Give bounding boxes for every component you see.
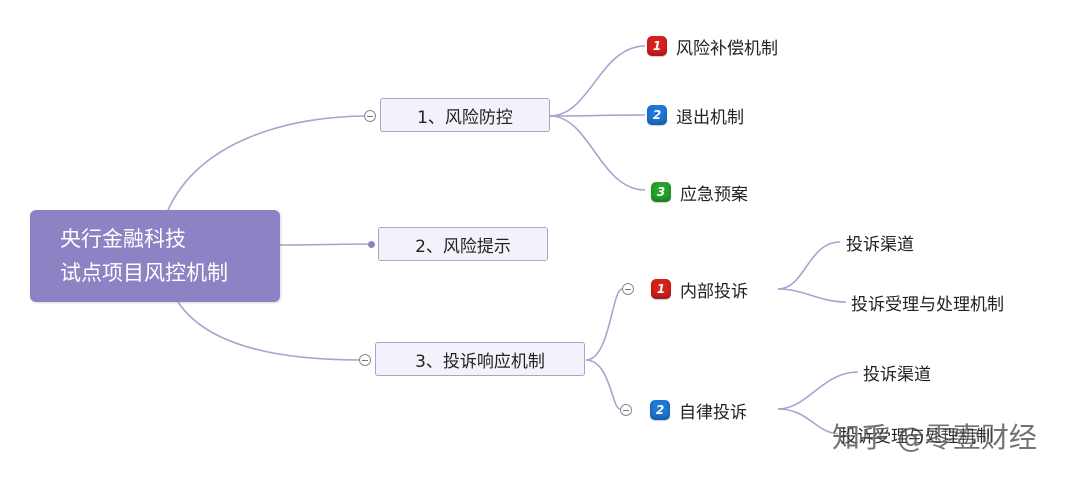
collapse-icon[interactable] [359,354,371,366]
root-line-1: 央行金融科技 [60,227,186,251]
connector-b1-leaf3 [549,115,646,191]
subtopic-internal-complaint[interactable]: 1 内部投诉 [651,276,748,302]
leaf-label: 投诉受理与处理机制 [840,426,993,447]
leaf-label: 投诉受理与处理机制 [851,294,1004,315]
priority-2-icon: 2 [650,400,670,420]
priority-1-icon: 1 [647,36,667,56]
branch-topic-risk-control[interactable]: 1、风险防控 [380,98,550,132]
leaf-emergency-plan[interactable]: 3 应急预案 [651,179,748,205]
priority-2-icon: 2 [647,105,667,125]
connector-root-branch1 [167,115,369,211]
branch-topic-risk-warning[interactable]: 2、风险提示 [378,227,548,261]
connector-sub2-leaf2 [777,408,839,435]
priority-3-icon: 3 [651,182,671,202]
branch-topic-label: 1、风险防控 [417,107,513,128]
branch-topic-label: 3、投诉响应机制 [415,351,545,372]
leaf-label: 投诉渠道 [863,364,931,385]
subtopic-label: 内部投诉 [680,281,748,302]
subtopic-label: 自律投诉 [679,402,747,423]
collapse-icon[interactable] [620,404,632,416]
connector-b1-leaf1 [549,45,646,117]
collapse-icon[interactable] [622,283,634,295]
leaf-risk-compensation[interactable]: 1 风险补偿机制 [647,33,778,59]
leaf-label: 投诉渠道 [846,234,914,255]
branch-topic-label: 2、风险提示 [415,236,511,257]
connector-sub1-leaf1 [777,241,841,290]
subtopic-self-regulatory-complaint[interactable]: 2 自律投诉 [650,397,747,423]
connector-root-branch2 [279,243,371,246]
leaf-exit-mechanism[interactable]: 2 退出机制 [647,102,744,128]
leaf-label: 应急预案 [680,184,748,205]
leaf-complaint-channel[interactable]: 投诉渠道 [863,359,931,385]
branch-topic-complaint-response[interactable]: 3、投诉响应机制 [375,342,585,376]
leaf-label: 退出机制 [676,107,744,128]
leaf-complaint-channel[interactable]: 投诉渠道 [846,229,914,255]
connector-b3-sub1 [585,288,623,361]
connector-dot [368,241,375,248]
root-line-2: 试点项目风控机制 [60,261,228,285]
connector-sub2-leaf1 [777,371,859,410]
leaf-label: 风险补偿机制 [676,38,778,59]
connector-b1-leaf2 [549,114,646,117]
root-topic[interactable]: 央行金融科技 试点项目风控机制 [30,210,280,302]
connector-sub1-leaf2 [777,288,847,303]
collapse-icon[interactable] [364,110,376,122]
connector-root-branch3 [177,301,363,361]
priority-1-icon: 1 [651,279,671,299]
connector-b3-sub2 [585,359,621,410]
leaf-complaint-handling[interactable]: 投诉受理与处理机制 [840,421,993,447]
leaf-complaint-handling[interactable]: 投诉受理与处理机制 [851,289,1004,315]
watermark: 知乎 @零壹财经 [832,421,1037,454]
